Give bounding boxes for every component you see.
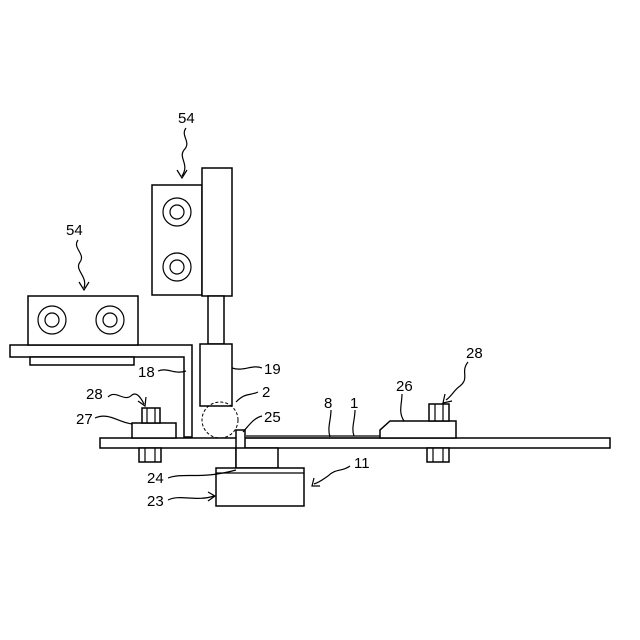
right-clamp [380,404,456,462]
left-bolt-head [142,408,160,423]
support [236,448,278,468]
base-plate [100,438,610,448]
label-24: 24 [147,470,164,487]
label-18: 18 [138,364,155,381]
label-19: 19 [264,361,281,378]
upper-roller-unit [152,168,232,296]
label-2: 2 [262,384,270,401]
label-54-upper: 54 [178,110,195,127]
left-clamp [132,408,176,462]
label-1: 1 [350,395,358,412]
label-8: 8 [324,395,332,412]
base-block [216,468,304,506]
right-nut [427,448,449,462]
label-25: 25 [264,409,281,426]
upper-roller-mount [202,168,232,296]
piston-rod [208,296,224,344]
upper-roller-housing [152,185,202,295]
ball [202,402,238,438]
label-28-left: 28 [86,386,103,403]
label-11: 11 [354,455,370,472]
label-27: 27 [76,411,93,428]
left-roller-bracket [30,357,134,365]
right-bolt-head [429,404,449,421]
label-28-right: 28 [466,345,483,362]
label-26: 26 [396,378,413,395]
label-23: 23 [147,493,164,510]
left-clamp-block [132,423,176,438]
right-clamp-block [380,421,456,438]
label-54-left: 54 [66,222,83,239]
cylinder [200,344,232,406]
left-nut [139,448,161,462]
